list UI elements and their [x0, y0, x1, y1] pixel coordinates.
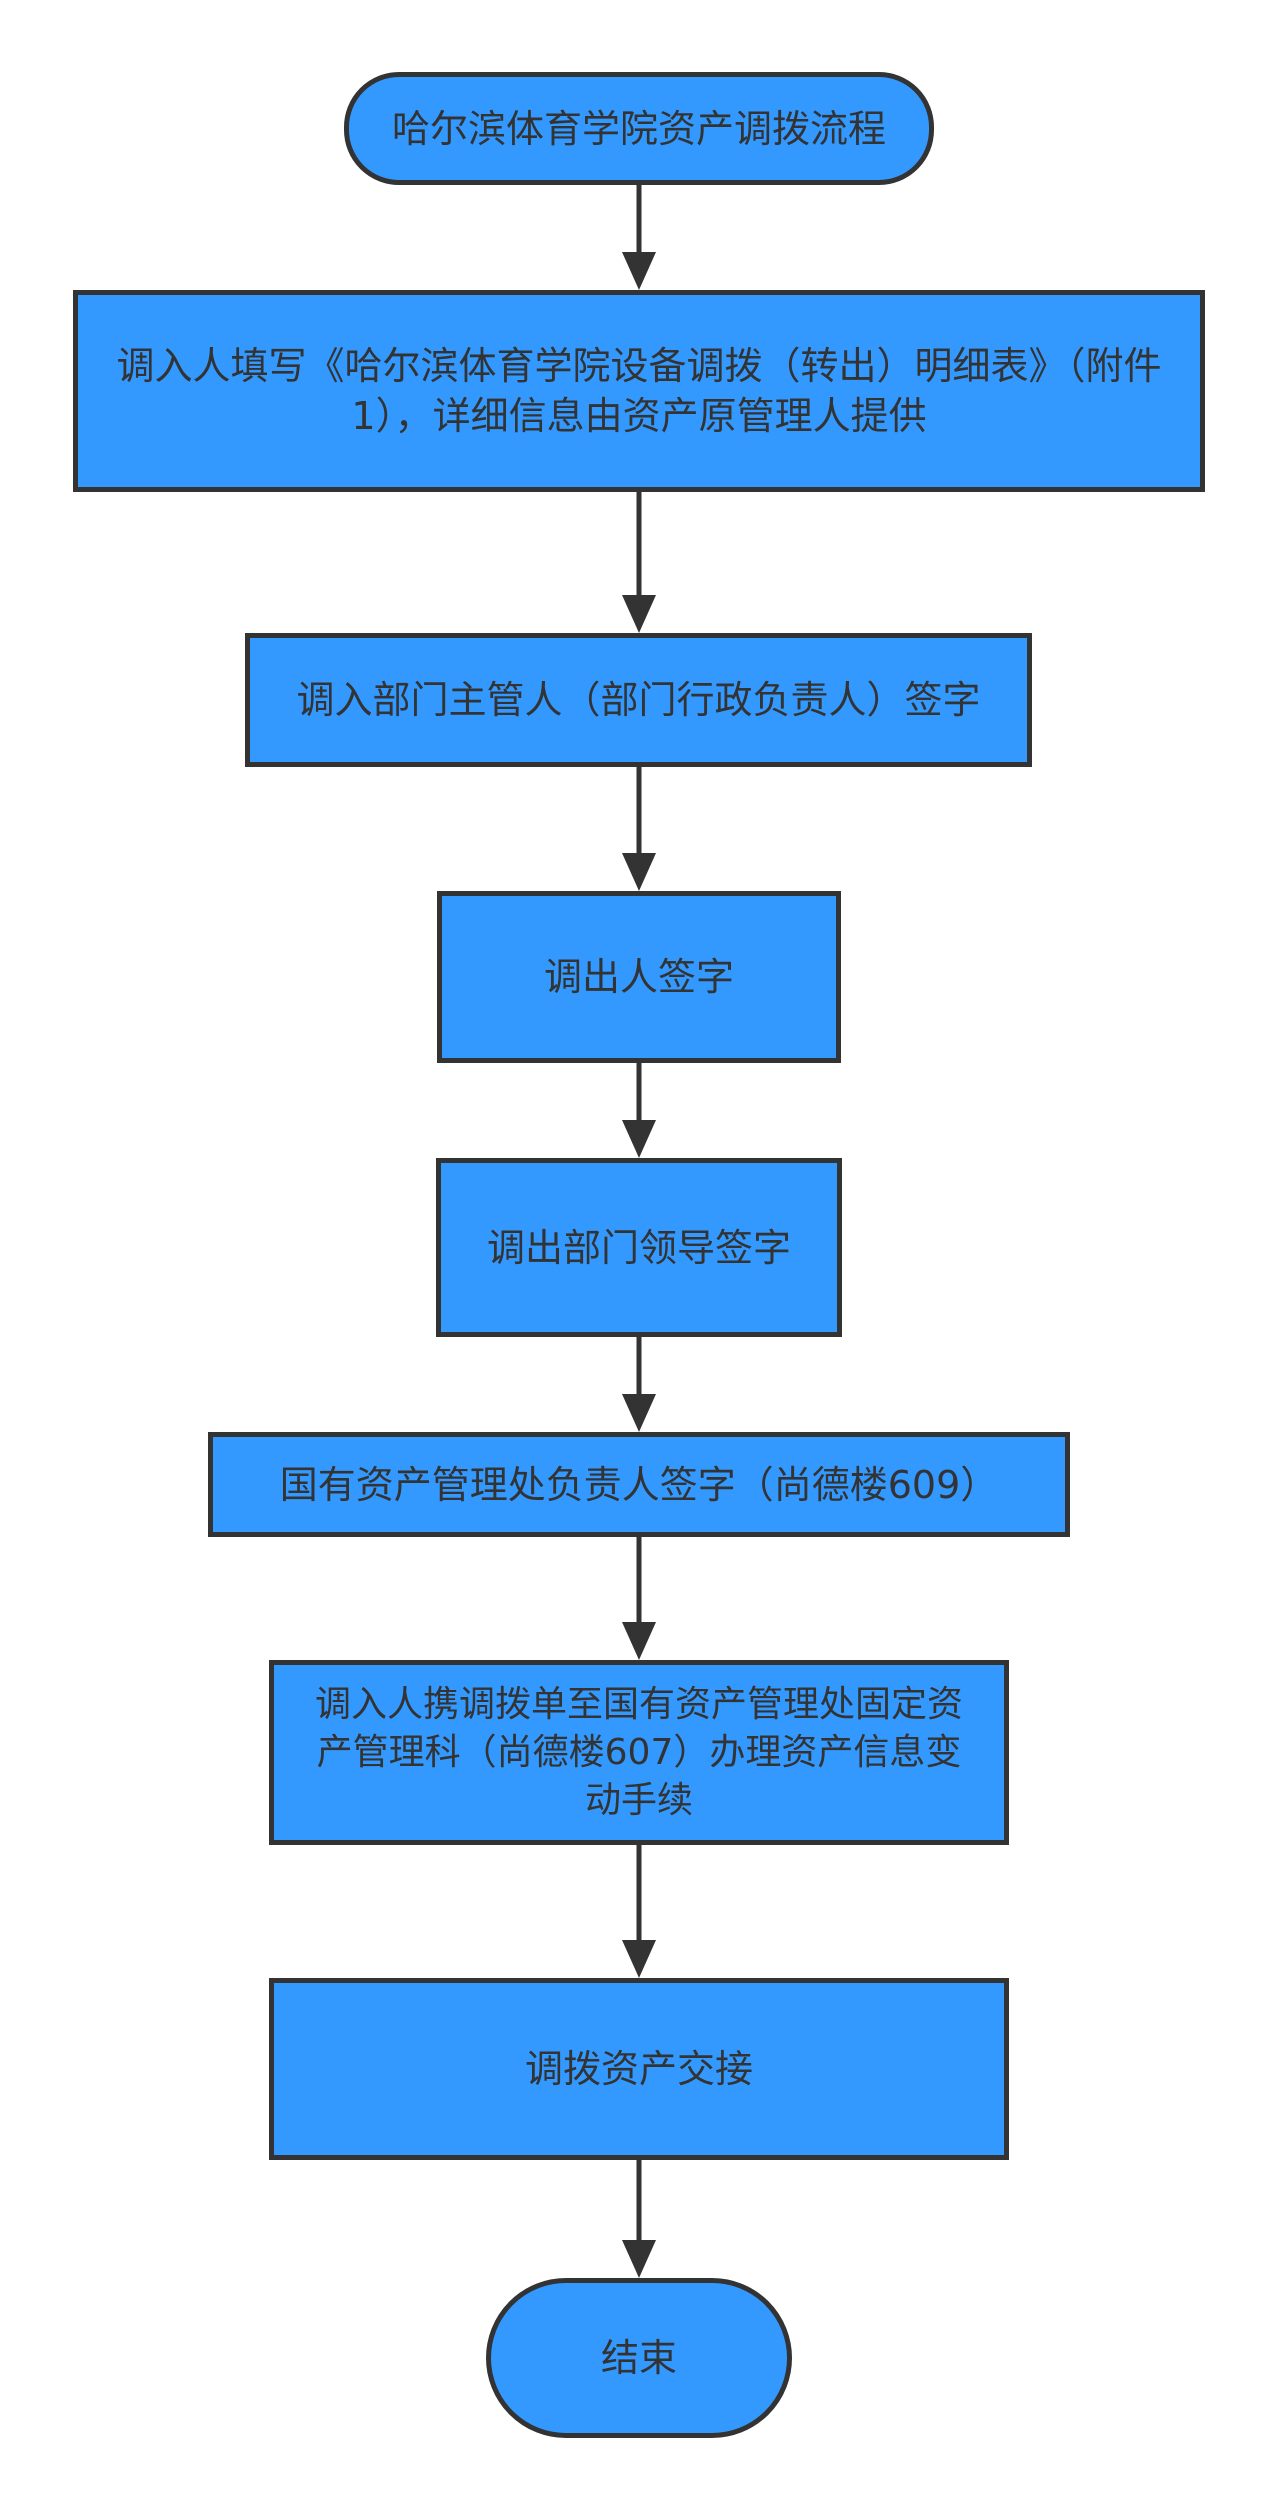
- arrowhead-2: [622, 595, 656, 633]
- arrowhead-3: [622, 853, 656, 891]
- step-asset-handover: 调拨资产交接: [269, 1978, 1009, 2160]
- step-transferor-sign: 调出人签字: [437, 891, 841, 1063]
- arrowhead-4: [622, 1120, 656, 1158]
- step-transferring-dept-sign: 调出部门领导签字: [436, 1158, 842, 1337]
- step-update-records: 调入人携调拨单至国有资产管理处固定资产管理科（尚德楼607）办理资产信息变动手续: [269, 1660, 1009, 1845]
- arrowhead-1: [622, 252, 656, 290]
- start-node: 哈尔滨体育学院资产调拨流程: [344, 72, 934, 185]
- step-asset-office-sign: 国有资产管理处负责人签字（尚德楼609）: [208, 1432, 1070, 1537]
- step-receiving-dept-sign: 调入部门主管人（部门行政负责人）签字: [245, 633, 1032, 767]
- end-node: 结束: [486, 2278, 792, 2438]
- arrowhead-5: [622, 1394, 656, 1432]
- arrowhead-7: [622, 1940, 656, 1978]
- arrowhead-8: [622, 2240, 656, 2278]
- step-fill-form: 调入人填写《哈尔滨体育学院设备调拨（转出）明细表》（附件1），详细信息由资产原管…: [73, 290, 1205, 492]
- arrowhead-6: [622, 1622, 656, 1660]
